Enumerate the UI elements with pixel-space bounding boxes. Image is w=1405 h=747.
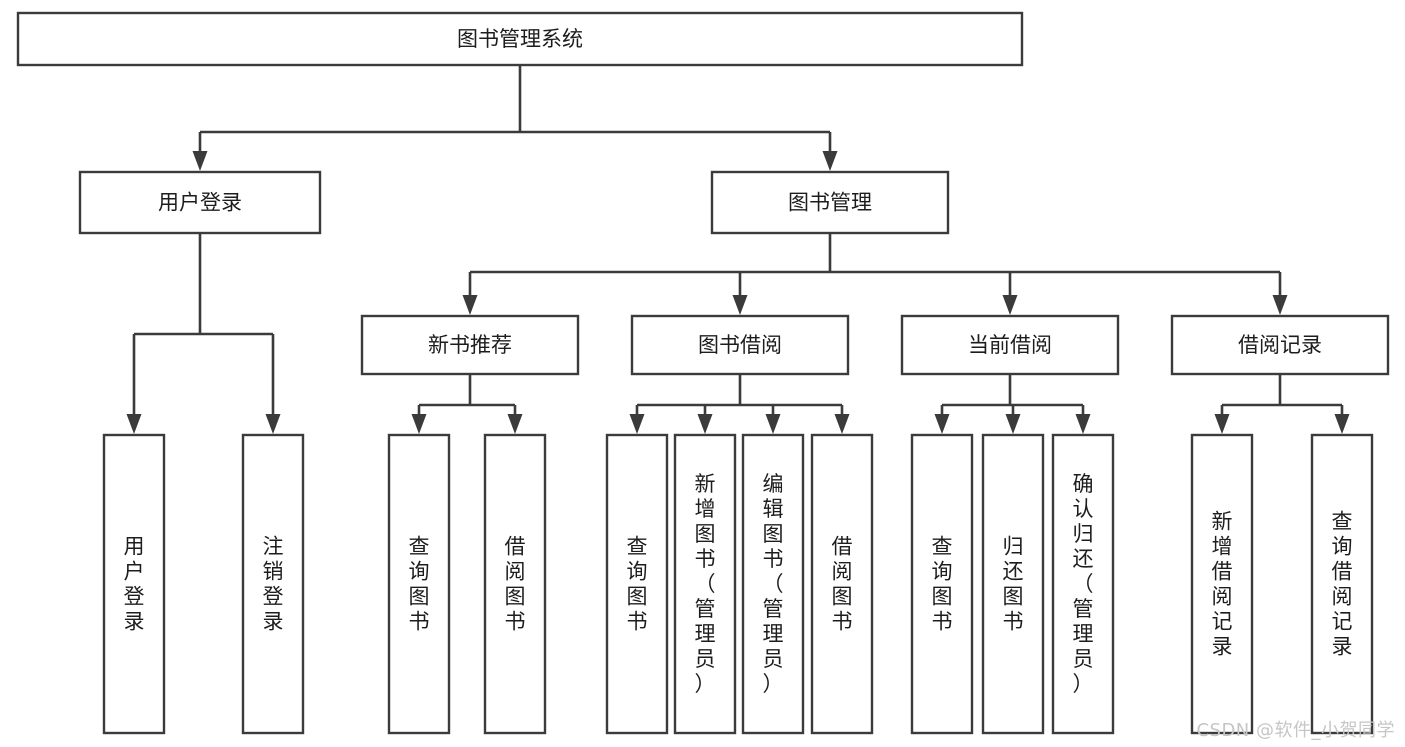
connector-layer xyxy=(126,65,1350,434)
arrow-head-icon xyxy=(834,414,850,434)
node-label: 新增借阅记录 xyxy=(1212,510,1233,659)
arrow-head-icon xyxy=(629,414,645,434)
node-label: 新书推荐 xyxy=(428,333,512,357)
arrow-head-icon xyxy=(1272,295,1288,315)
node-layer: 图书管理系统用户登录图书管理新书推荐图书借阅当前借阅借阅记录用户登录注销登录查询… xyxy=(16,11,1390,735)
node-label: 图书管理系统 xyxy=(457,27,583,51)
node-leaf-query-book-2[interactable]: 查询图书 xyxy=(605,433,669,735)
node-root[interactable]: 图书管理系统 xyxy=(16,11,1024,67)
node-label: 确认归还（管理员） xyxy=(1073,472,1094,696)
arrow-head-icon xyxy=(126,414,142,434)
connector-group-n_user_login xyxy=(126,233,281,434)
node-label: 图书管理 xyxy=(788,191,872,215)
node-label: 借阅图书 xyxy=(505,535,526,634)
connector-group-n_borrow xyxy=(629,374,850,434)
connector-group-n_record xyxy=(1214,374,1350,434)
node-label: 新增图书（管理员） xyxy=(695,472,716,696)
node-label: 查询借阅记录 xyxy=(1332,510,1353,659)
node-leaf-query-record[interactable]: 查询借阅记录 xyxy=(1310,433,1374,735)
node-label: 借阅图书 xyxy=(832,535,853,634)
arrow-head-icon xyxy=(697,414,713,434)
node-n-user-login[interactable]: 用户登录 xyxy=(78,170,322,235)
arrow-head-icon xyxy=(732,295,748,315)
node-label: 借阅记录 xyxy=(1238,333,1322,357)
arrow-head-icon xyxy=(822,151,838,171)
arrow-head-icon xyxy=(765,414,781,434)
node-leaf-query-book-1[interactable]: 查询图书 xyxy=(387,433,451,735)
arrow-head-icon xyxy=(462,295,478,315)
arrow-head-icon xyxy=(507,414,523,434)
node-leaf-query-book-3[interactable]: 查询图书 xyxy=(910,433,974,735)
node-label: 查询图书 xyxy=(932,535,953,634)
connector-group-n_book_manage xyxy=(462,233,1288,315)
node-label: 注销登录 xyxy=(263,535,284,634)
arrow-head-icon xyxy=(1075,414,1091,434)
node-leaf-add-record[interactable]: 新增借阅记录 xyxy=(1190,433,1254,735)
node-label: 用户登录 xyxy=(158,191,242,215)
node-leaf-borrow-book-2[interactable]: 借阅图书 xyxy=(810,433,874,735)
arrow-head-icon xyxy=(1002,295,1018,315)
node-label: 查询图书 xyxy=(627,535,648,634)
node-n-book-manage[interactable]: 图书管理 xyxy=(710,170,950,235)
node-leaf-add-book[interactable]: 新增图书（管理员） xyxy=(673,433,737,735)
node-label: 查询图书 xyxy=(409,535,430,634)
connector-group-n_current xyxy=(934,374,1091,434)
node-leaf-return-book[interactable]: 归还图书 xyxy=(981,433,1045,735)
arrow-head-icon xyxy=(1334,414,1350,434)
node-label: 当前借阅 xyxy=(968,333,1052,357)
connector-group-root xyxy=(192,65,838,171)
connector-group-n_new_book xyxy=(411,374,523,434)
arrow-head-icon xyxy=(265,414,281,434)
arrow-head-icon xyxy=(1214,414,1230,434)
node-label: 归还图书 xyxy=(1003,535,1024,634)
node-label: 用户登录 xyxy=(124,535,145,634)
arrow-head-icon xyxy=(1005,414,1021,434)
node-n-record[interactable]: 借阅记录 xyxy=(1170,314,1390,376)
arrow-head-icon xyxy=(192,151,208,171)
node-label: 图书借阅 xyxy=(698,333,782,357)
node-n-new-book[interactable]: 新书推荐 xyxy=(360,314,580,376)
node-leaf-logout[interactable]: 注销登录 xyxy=(241,433,305,735)
node-n-current[interactable]: 当前借阅 xyxy=(900,314,1120,376)
arrow-head-icon xyxy=(934,414,950,434)
node-leaf-user-login[interactable]: 用户登录 xyxy=(102,433,166,735)
node-leaf-confirm-return[interactable]: 确认归还（管理员） xyxy=(1051,433,1115,735)
node-n-borrow[interactable]: 图书借阅 xyxy=(630,314,850,376)
node-leaf-edit-book[interactable]: 编辑图书（管理员） xyxy=(741,433,805,735)
node-label: 编辑图书（管理员） xyxy=(763,472,784,696)
node-leaf-borrow-book-1[interactable]: 借阅图书 xyxy=(483,433,547,735)
arrow-head-icon xyxy=(411,414,427,434)
